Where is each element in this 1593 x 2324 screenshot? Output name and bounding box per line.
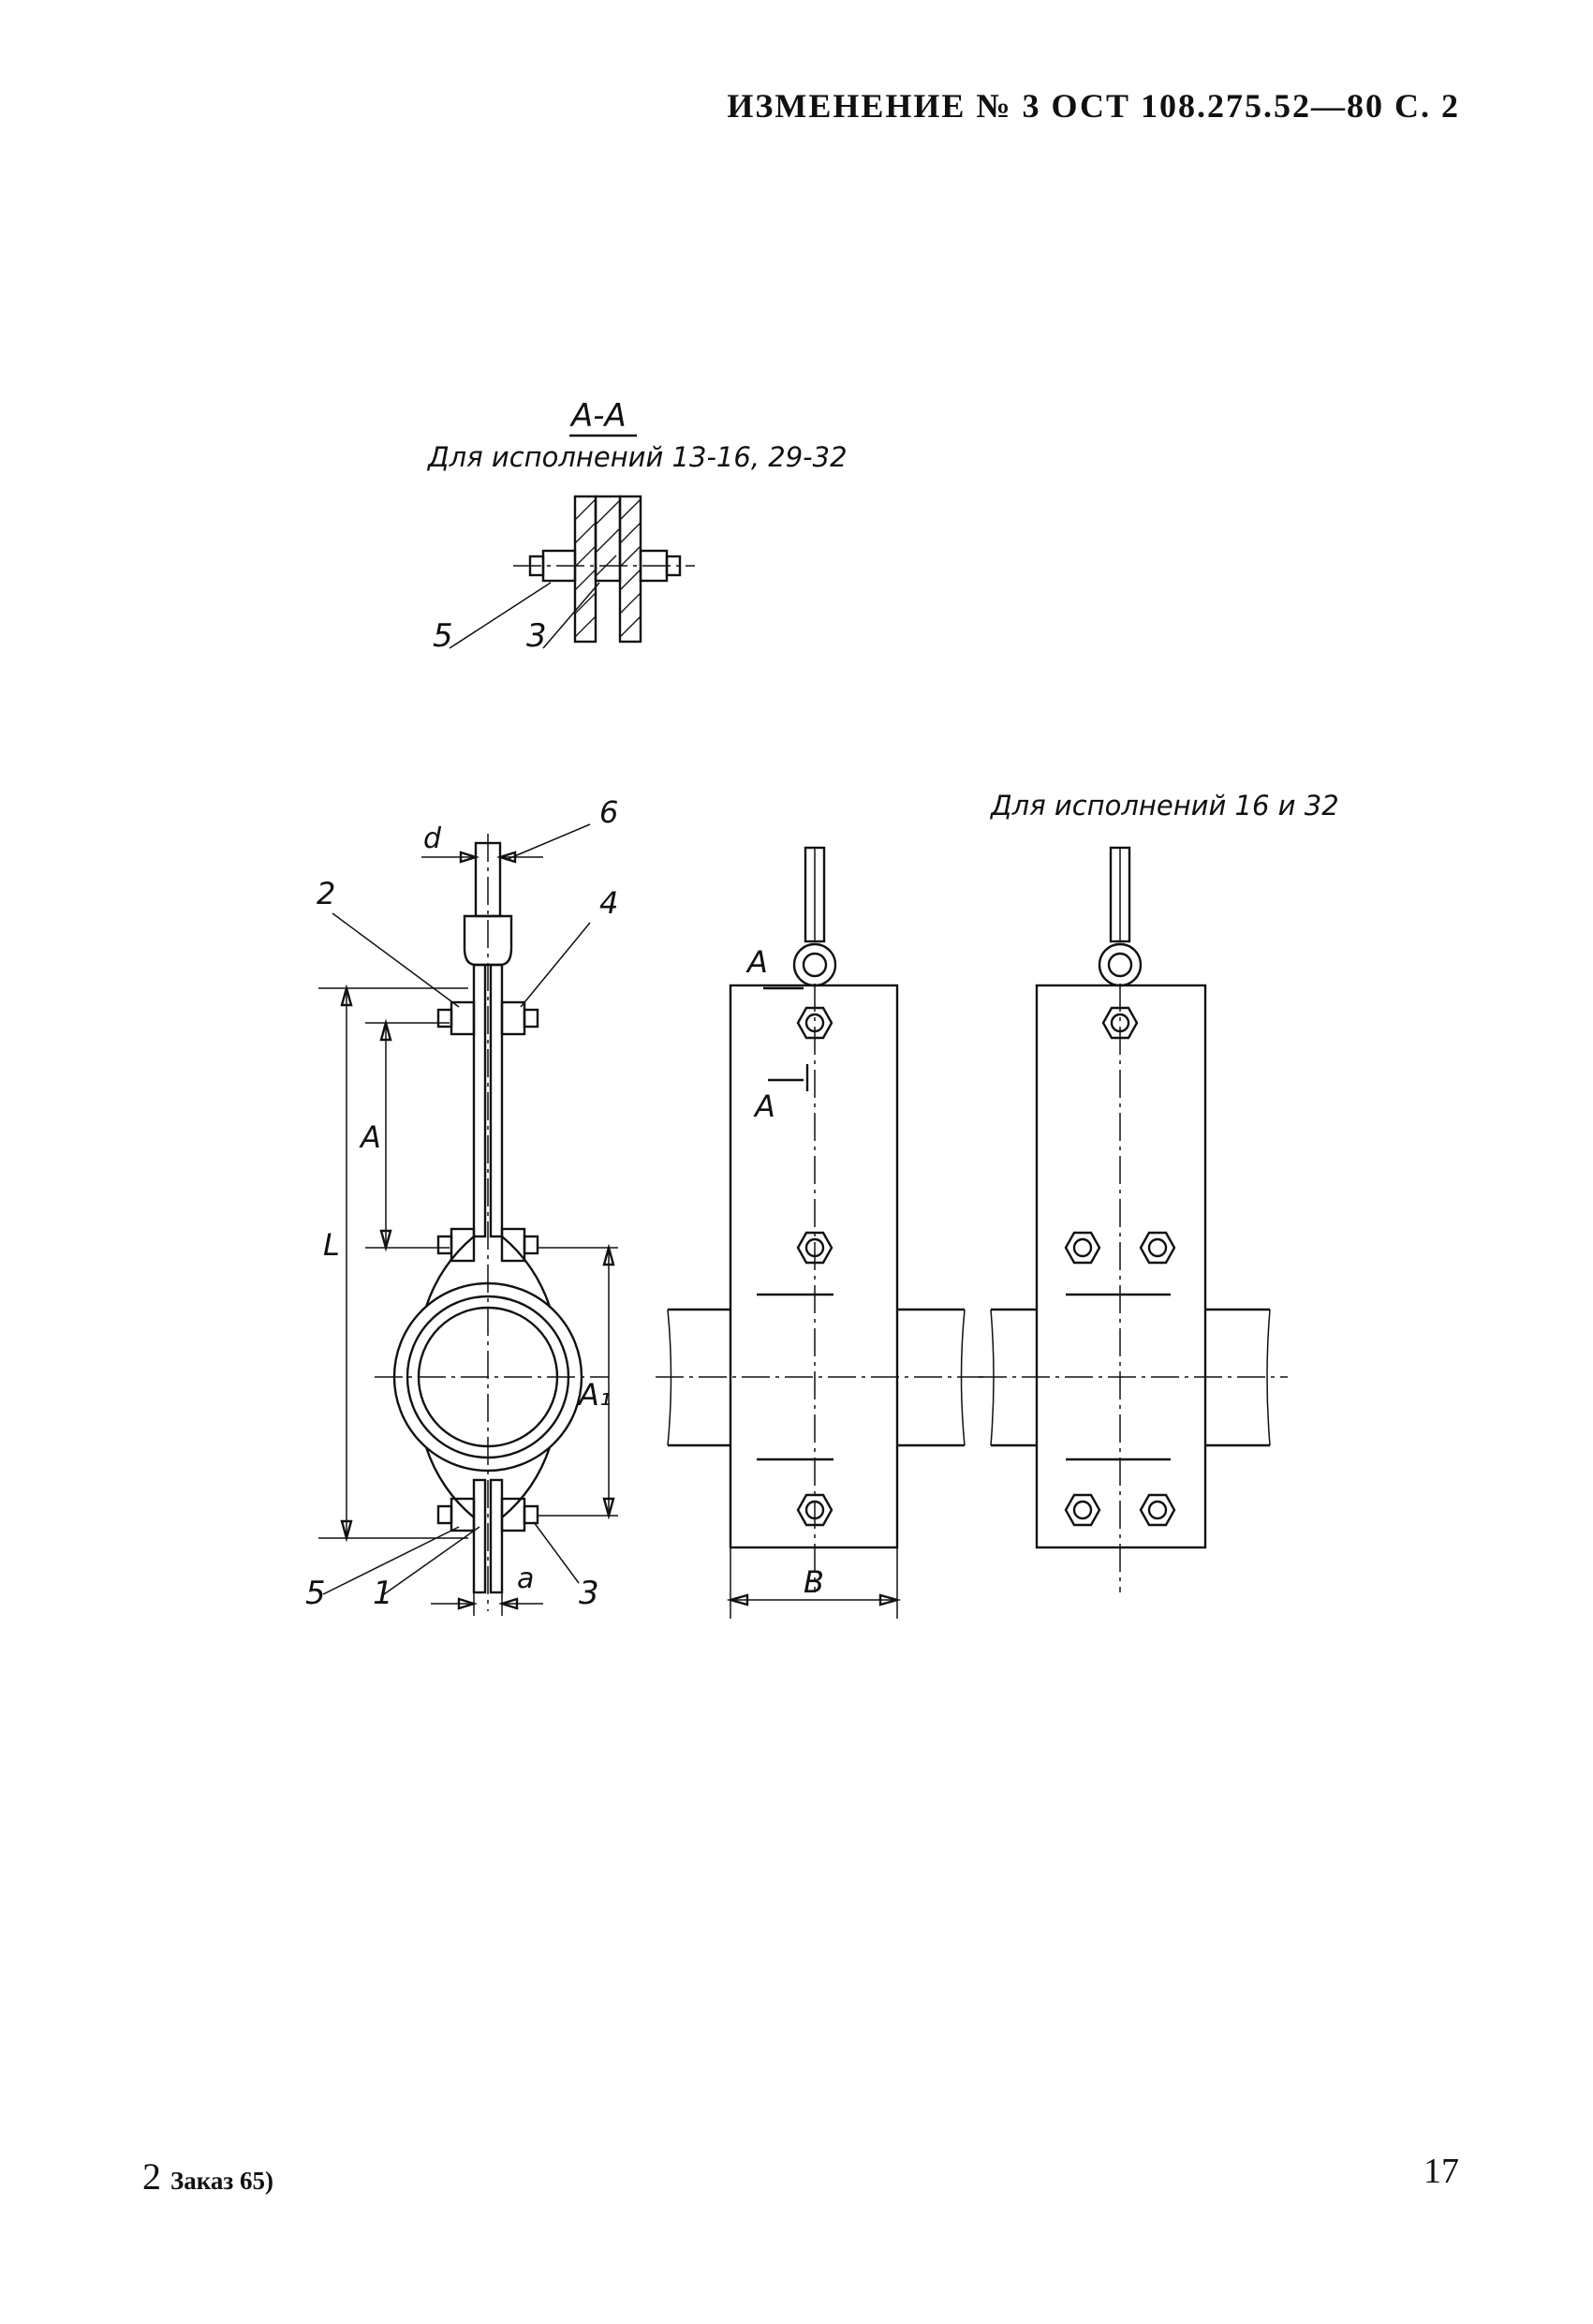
bolt-bottom (436, 1497, 539, 1532)
bolt-middle (436, 1227, 539, 1263)
variant-nut-mid-right (1139, 1231, 1176, 1265)
side-view: А А В (656, 846, 983, 1619)
part-2-callout: 2 (317, 876, 335, 911)
section-view-aa: А-А Для исполнений 13-16, 29-32 (426, 397, 848, 655)
dim-A1-label: А₁ (577, 1377, 612, 1413)
section-callout-5: 5 (433, 617, 453, 655)
side-nut-2 (796, 1231, 833, 1265)
side-nut-1 (796, 1006, 833, 1040)
dim-B-label: В (804, 1564, 824, 1600)
variant-view: Для исполнений 16 и 32 (979, 790, 1339, 1592)
variant-nut-top (1101, 1006, 1139, 1040)
part-4-callout: 4 (599, 885, 618, 921)
dim-a-label: а (517, 1562, 534, 1595)
part-3-callout: 3 (579, 1575, 599, 1612)
dim-L-label: L (323, 1227, 340, 1263)
section-mark-a-bottom: А (753, 1088, 775, 1124)
footer-order-text: Заказ 65) (170, 2167, 273, 2195)
part-5-callout: 5 (305, 1575, 326, 1612)
main-view: L А А₁ d (305, 794, 618, 1616)
section-title: А-А (569, 397, 627, 435)
variant-nut-bot-left (1064, 1493, 1101, 1527)
page-number: 17 (1423, 2152, 1459, 2191)
footer-order: 2 Заказ 65) (142, 2154, 273, 2198)
variant-nut-mid-left (1064, 1231, 1101, 1265)
part-1-callout: 1 (373, 1575, 393, 1612)
document-header: ИЗМЕНЕНИЕ № 3 ОСТ 108.275.52—80 С. 2 (727, 87, 1460, 125)
part-6-callout: 6 (599, 794, 618, 830)
section-callout-3: 3 (526, 617, 547, 655)
dim-d-label: d (423, 822, 442, 855)
section-mark-a-top: А (745, 944, 768, 980)
variant-nut-bot-right (1139, 1493, 1176, 1527)
dim-A-label: А (359, 1119, 381, 1155)
bolt-top (436, 1000, 539, 1036)
side-nut-3 (796, 1493, 833, 1527)
variant-caption: Для исполнений 16 и 32 (989, 790, 1339, 822)
footer-page-prefix: 2 (142, 2155, 161, 2198)
section-caption: Для исполнений 13-16, 29-32 (426, 441, 848, 473)
